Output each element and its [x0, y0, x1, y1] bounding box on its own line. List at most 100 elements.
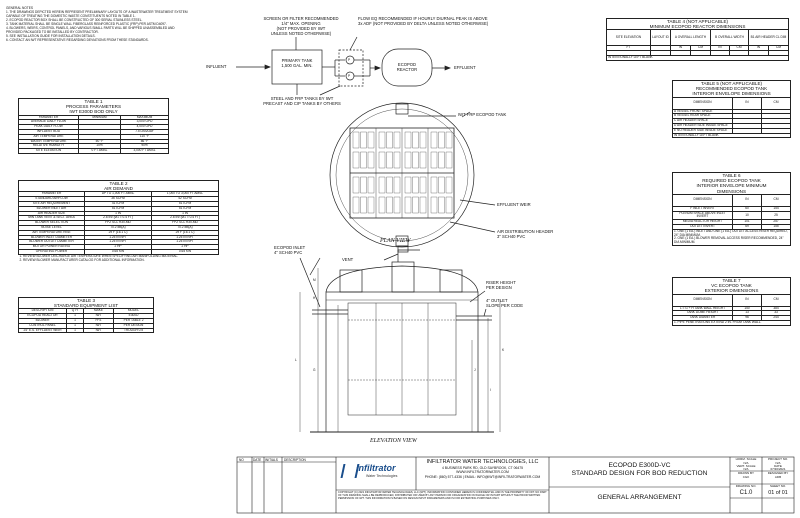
media-cell: [438, 196, 445, 214]
media-cell: [352, 176, 360, 194]
table2-subtitle: AIR DEMAND: [104, 186, 133, 192]
table5-title: TABLE 5 (NOT APPLICABLE): [700, 81, 763, 86]
title-block-frame: [236, 456, 795, 514]
designed-by-key: DESIGNED BY: [767, 471, 789, 475]
media-cell: [430, 151, 438, 169]
media-cell: [378, 196, 386, 214]
table-header: B OVERALL WIDTH: [710, 29, 749, 47]
dim-label-l: L: [295, 358, 297, 362]
outlet-riser: [439, 269, 463, 293]
table3-subtitle: STANDARD EQUIPMENT LIST: [53, 303, 119, 309]
table4-title: TABLE 4 (NOT APPLICABLE): [666, 19, 729, 24]
table-note: 1. REVIEW BLOWER DISCHARGE AIR TEMPERATU…: [19, 254, 179, 258]
table7-subtitle: VC ECOPOD TANK: [711, 283, 752, 289]
drawn-by-value: CGK: [742, 475, 750, 479]
arrow-icon: [264, 64, 271, 70]
inlet-riser: [395, 103, 409, 115]
dim-label-g: G: [313, 368, 316, 372]
general-note: 5. SEE INSTALLATION GUIDE FOR INSTALLATI…: [6, 34, 96, 38]
table6-subtitle: DIMENSIONS: [716, 188, 747, 194]
table-header: LAYOUT ID: [650, 29, 671, 47]
table1-title: TABLE 1: [84, 99, 103, 104]
arrow-icon: [444, 65, 451, 71]
media-cell: [386, 151, 393, 169]
table7-subtitle: EXTERIOR DIMENSIONS: [704, 288, 759, 294]
inlet-label: ECOPOD INLET 4" SCH40 PVC: [274, 245, 306, 255]
date-key: DATE: [774, 464, 782, 468]
media-cell: [419, 131, 427, 149]
project-title: ECOPOD E300D-VC STANDARD DESIGN FOR BOD …: [549, 462, 730, 478]
company-info: INFILTRATOR WATER TECHNOLOGIES, LLC 4 BU…: [416, 459, 549, 479]
table-header: SITE ELEVATION: [606, 29, 651, 47]
table5-subtitle: RECOMMENDED ECOPOD TANK: [695, 86, 768, 92]
drawn-by-key: DRAWN BY: [737, 471, 755, 475]
table-header: CM: [761, 193, 791, 207]
table-header: IN: [732, 96, 762, 110]
sheet-title: GENERAL ARRANGEMENT: [597, 494, 682, 501]
general-note: 2. ECOPOD REACTOR BOX SHALL BE CONSTRUCT…: [6, 18, 143, 22]
media-cell: [430, 131, 438, 149]
screen-note: SCREEN OR FILTER RECOMMENDED 1/4" MAX. O…: [263, 16, 339, 36]
rev-header-date: DATE: [253, 458, 262, 462]
media-cell: [386, 196, 393, 214]
flow-eq-box: [338, 49, 364, 87]
table-note: 2. ONE (1 EA.) BLOWER REMOVAL ACCESS RIS…: [674, 236, 784, 245]
table6-title: TABLE 6: [722, 173, 741, 178]
drawing-no-value: C1.0: [739, 490, 753, 496]
media-cell: [419, 176, 427, 194]
media-cell: [367, 131, 375, 149]
media-cell: [360, 151, 367, 169]
company-contact: PHONE: (860) 577-4336 | EMAIL: INFO@IWT@…: [424, 474, 541, 479]
media-cell: [378, 176, 386, 194]
table6-subtitle: INTERIOR ENVELOPE MINIMUM: [696, 183, 767, 189]
horiz-scale-value: N/A: [743, 460, 749, 465]
rev-header-no: NO: [239, 458, 244, 462]
primary-tank-label: PRIMARY TANK 1,500 GAL. MIN.: [281, 58, 313, 68]
media-cell: [378, 151, 386, 169]
media-cell: [378, 131, 386, 149]
air-header-label: AIR DISTRIBUTION HEADER 3" SCH40 PVC: [497, 229, 554, 239]
table-header: IN: [732, 193, 762, 207]
company-name: INFILTRATOR WATER TECHNOLOGIES, LLC: [426, 459, 539, 465]
table2-title: TABLE 2: [109, 181, 128, 186]
media-cell: [367, 176, 375, 194]
horiz-scale-key: HORIZ. SCALE: [735, 457, 757, 461]
table-cell: 0.65 KW: [150, 248, 220, 255]
media-cell: [412, 176, 419, 194]
media-cell: [367, 151, 375, 169]
elevation-view-title: ELEVATION VIEW: [370, 438, 417, 444]
dim-label-k: K: [502, 348, 505, 352]
table-cell: 154: [761, 205, 791, 212]
table-header: B1 AIR HEADER CL DIM: [747, 29, 790, 47]
general-notes-title: GENERAL NOTES: [6, 6, 33, 10]
project-line-2: STANDARD DESIGN FOR BOD REDUCTION: [571, 470, 708, 477]
riser-label: RISER HEIGHT PER DESIGN: [486, 280, 516, 290]
general-note: 1. THE DRAWINGS DEPICTED HEREIN REPRESEN…: [6, 10, 188, 18]
media-cell: [352, 151, 360, 169]
effluent-label: EFFLUENT: [454, 65, 476, 70]
media-cell: [445, 151, 453, 169]
company-address: 4 BUSINESS PARK RD, OLD SAYBROOK, CT 064…: [441, 466, 524, 470]
plan-view-drawing: [329, 102, 496, 248]
media-cell: [393, 176, 401, 194]
general-note: 6. CONTACT AN IWT REPRESENTATIVE REGARDI…: [6, 38, 149, 42]
elevation-view-drawing: [299, 245, 501, 433]
logo-subtitle: Water Technologies: [366, 474, 398, 478]
plan-view-title: PLAN VIEW: [380, 238, 411, 244]
media-cell: [412, 151, 419, 169]
table-note: 1. PIPE PENETRATIONS EXTEND 2 IN. FROM T…: [672, 320, 791, 326]
dim-label-m: M: [313, 278, 316, 282]
table3-equipment-list: TABLE 3 STANDARD EQUIPMENT LIST DESCRIPT…: [17, 296, 155, 334]
table4-reactor-dimensions: TABLE 4 (NOT APPLICABLE) MINIMUM ECOPOD …: [605, 17, 790, 61]
sheet-no-key: SHEET NO.: [769, 484, 787, 488]
vert-scale-key: VERT. SCALE: [736, 464, 756, 468]
reactor-label: ECOPOD REACTOR: [396, 62, 418, 72]
table1-subtitle: IWT E300D BOD ONLY: [69, 109, 118, 115]
general-notes: GENERAL NOTES 1. THE DRAWINGS DEPICTED H…: [6, 6, 191, 42]
date-value: 07/30/2021: [770, 467, 786, 471]
designed-by-value: ADB: [774, 475, 782, 479]
